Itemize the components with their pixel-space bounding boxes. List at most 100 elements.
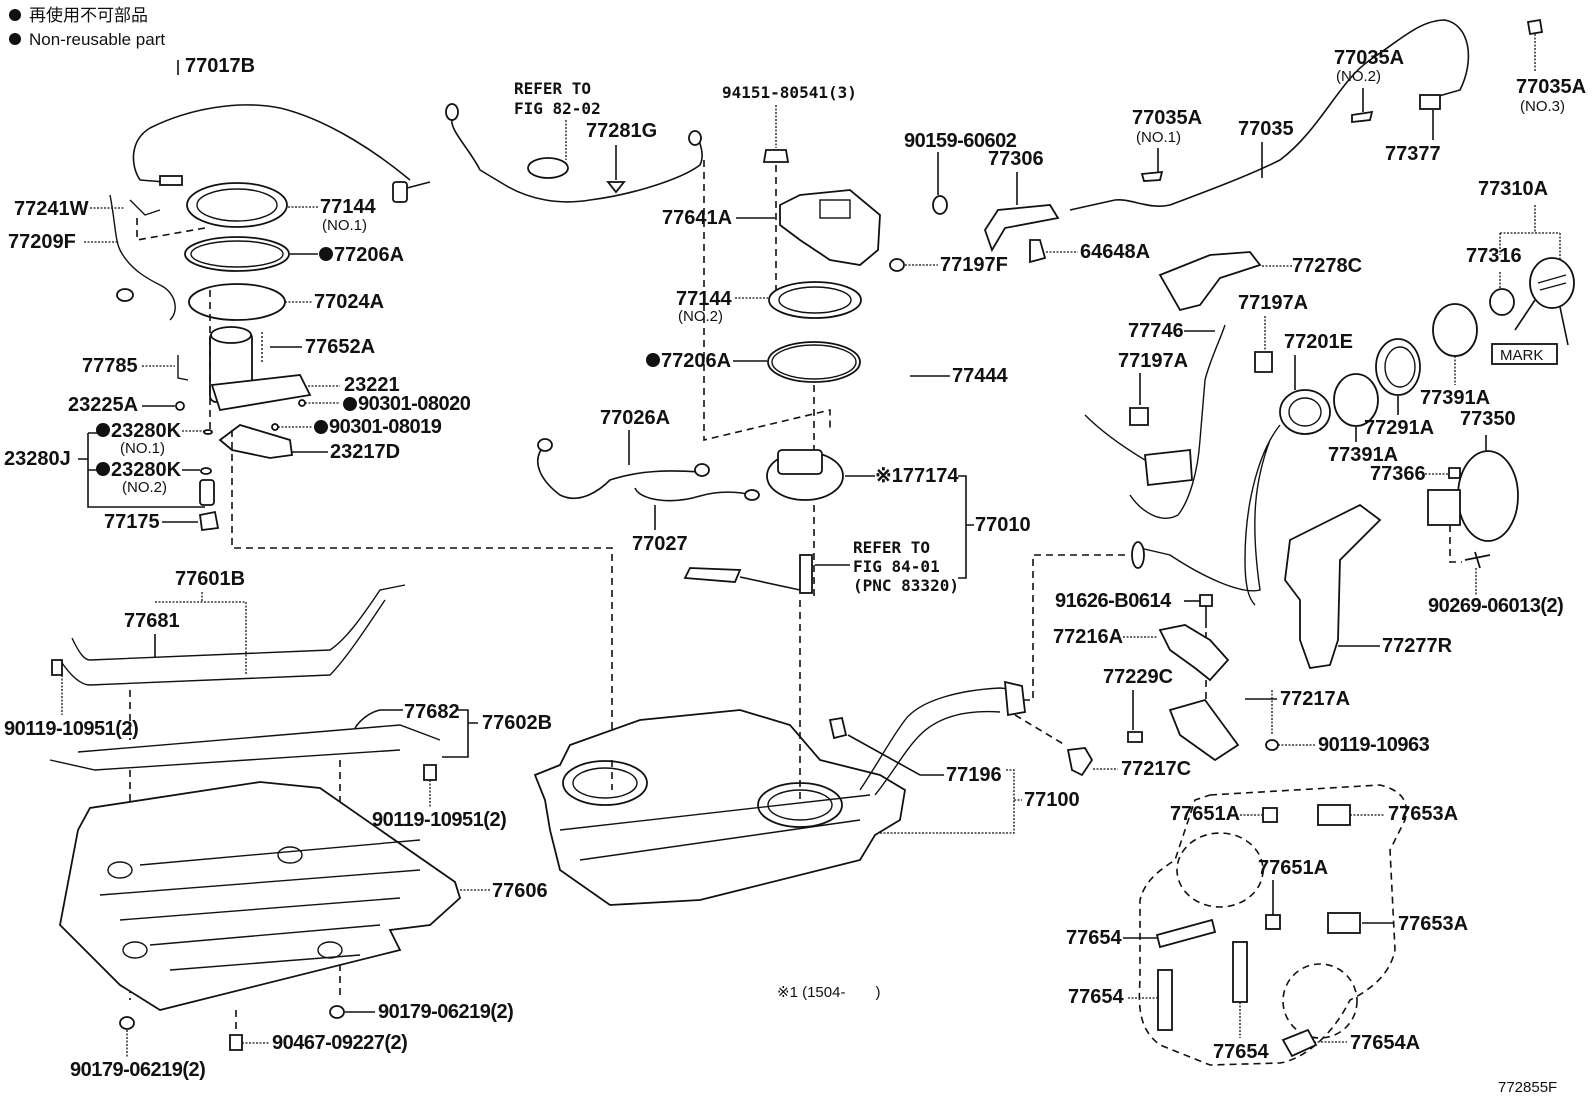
part-label-77277R[interactable]: 77277R [1382,635,1453,657]
part-label-77653A-1[interactable]: 77653A [1388,803,1458,825]
part-label-77681[interactable]: 77681 [124,610,180,632]
gasket-77391A-2 [1432,303,1478,357]
part-label-77654-1[interactable]: 77654 [1066,927,1122,949]
part-label-77206A-1[interactable]: 77206A [334,244,404,266]
part-label-77350[interactable]: 77350 [1460,408,1516,430]
part-label-77602B[interactable]: 77602B [482,712,552,734]
part-label-77197A-2[interactable]: 77197A [1118,350,1188,372]
part-label-77175[interactable]: 77175 [104,511,160,533]
part-label-77206A-2[interactable]: 77206A [661,350,731,372]
cable-holder-77377 [1419,94,1441,110]
bolt-90179-a [119,1016,135,1030]
part-label-77017B[interactable]: 77017B [185,55,255,77]
part-label-77310A[interactable]: 77310A [1478,178,1548,200]
part-label-77217C[interactable]: 77217C [1121,758,1191,780]
part-label-77391A-2[interactable]: 77391A [1420,387,1490,409]
part-label-77010[interactable]: 77010 [975,514,1031,536]
part-label-77026A[interactable]: 77026A [600,407,670,429]
part-label-77641A[interactable]: 77641A [662,207,732,229]
cable-77035 [1069,19,1470,211]
part-label-77278C[interactable]: 77278C [1292,255,1362,277]
filler-neck-77201E [1279,389,1331,435]
part-label-23217D[interactable]: 23217D [330,441,400,463]
part-label-77651A-1[interactable]: 77651A [1170,803,1240,825]
part-label-77209F[interactable]: 77209F [8,231,76,253]
part-label-77653A-2[interactable]: 77653A [1398,913,1468,935]
part-label-77035A-3[interactable]: 77035A [1516,76,1586,98]
part-label-23280K-2[interactable]: 23280K [111,459,182,481]
part-label-77377[interactable]: 77377 [1385,143,1441,165]
part-label-77174[interactable]: ※177174 [875,465,959,487]
part-label-77035[interactable]: 77035 [1238,118,1294,140]
part-label-90467-09227[interactable]: 90467-09227(2) [272,1032,408,1054]
part-label-90119-10951-b[interactable]: 90119-10951(2) [372,809,507,831]
hose-77444 [867,305,1043,423]
part-label-77144-no1[interactable]: 77144 [320,196,376,218]
bracket-23217D [218,424,294,459]
part-label-90119-10963[interactable]: 90119-10963 [1318,734,1430,756]
part-label-77216A[interactable]: 77216A [1053,626,1123,648]
part-label-77229C[interactable]: 77229C [1103,666,1173,688]
part-label-77197A-1[interactable]: 77197A [1238,292,1308,314]
part-label-77196[interactable]: 77196 [946,764,1002,786]
breather-77196 [828,716,848,740]
connector-shape [392,181,408,203]
part-label-91626-B0614[interactable]: 91626-B0614 [1055,590,1173,612]
part-label-90301-08020[interactable]: 90301-08020 [358,393,471,415]
part-label-23225A[interactable]: 23225A [68,394,138,416]
part-label-77100[interactable]: 77100 [1024,789,1080,811]
part-label-77291A[interactable]: 77291A [1364,417,1434,439]
part-label-90179-06219-a[interactable]: 90179-06219(2) [70,1059,206,1081]
part-label-77217A[interactable]: 77217A [1280,688,1350,710]
part-label-77306[interactable]: 77306 [988,148,1044,170]
part-label-90301-08019[interactable]: 90301-08019 [329,416,442,438]
part-label-77606[interactable]: 77606 [492,880,548,902]
part-label-90119-10951-a[interactable]: 90119-10951(2) [4,718,139,740]
part-label-77654-3[interactable]: 77654 [1213,1041,1269,1063]
part-label-90269-06013[interactable]: 90269-06013(2) [1428,595,1564,617]
part-label-23280J[interactable]: 23280J [4,448,71,470]
part-label-64648A[interactable]: 64648A [1080,241,1150,263]
part-label-77654A[interactable]: 77654A [1350,1032,1420,1054]
part-label-77035A-2[interactable]: 77035A [1334,47,1404,69]
footnote-1504: ※1 (1504- ) [777,984,880,1001]
part-label-77785[interactable]: 77785 [82,355,138,377]
part-label-23280K-1[interactable]: 23280K [111,420,182,442]
sender-gauge-fig84 [799,554,813,594]
part-label-23221[interactable]: 23221 [344,374,400,396]
tank-cushion-group: 77651A 77653A 77651A 77653A 77654 77654 … [1066,784,1468,1066]
part-label-77651A-2[interactable]: 77651A [1258,857,1328,879]
part-label-77144-no2-sub: (NO.2) [678,308,723,325]
lock-ring-77144-no1 [186,182,288,228]
part-label-77601B[interactable]: 77601B [175,568,245,590]
opener-lever-77306 [984,204,1060,253]
pad-77654-3 [1232,941,1248,1003]
protector-plate-group: 77606 90179-06219(2) 90467-09227(2) 9017… [59,781,548,1081]
part-label-77241W[interactable]: 77241W [14,198,89,220]
part-label-77027[interactable]: 77027 [632,533,688,555]
part-label-77654-2[interactable]: 77654 [1068,986,1124,1008]
part-label-77391A-1[interactable]: 77391A [1328,444,1398,466]
gasket-77316 [1489,288,1515,316]
tank-band-group: 77601B 77681 90119-10951(2) 77682 77602B… [4,568,552,1000]
part-label-77201E[interactable]: 77201E [1284,331,1353,353]
part-label-77682[interactable]: 77682 [404,701,460,723]
fuel-cap-77310A [1529,257,1575,309]
legend: 再使用不可部品 Non-reusable part [9,5,165,49]
part-label-77652A[interactable]: 77652A [305,336,375,358]
part-label-94151-80541[interactable]: 94151-80541(3) [722,83,857,102]
part-label-77316[interactable]: 77316 [1466,245,1522,267]
part-label-77366[interactable]: 77366 [1370,463,1426,485]
part-label-77197F[interactable]: 77197F [940,254,1008,276]
part-label-77444[interactable]: 77444 [952,365,1008,387]
part-label-77281G[interactable]: 77281G [586,120,657,142]
pad-77653A-1 [1317,804,1351,826]
part-label-77024A[interactable]: 77024A [314,291,384,313]
filler-pipe-group: 77278C 77197A 77746 77197A 77201E 77391A… [1020,178,1575,701]
part-label-90179-06219-b[interactable]: 90179-06219(2) [378,1001,514,1023]
part-label-77746[interactable]: 77746 [1128,320,1184,342]
part-label-77035A-1[interactable]: 77035A [1132,107,1202,129]
part-label-90159-60602[interactable]: 90159-60602 [904,130,1017,152]
part-label-77144-no2[interactable]: 77144 [676,288,732,310]
protector-plate-77606 [59,781,462,1011]
